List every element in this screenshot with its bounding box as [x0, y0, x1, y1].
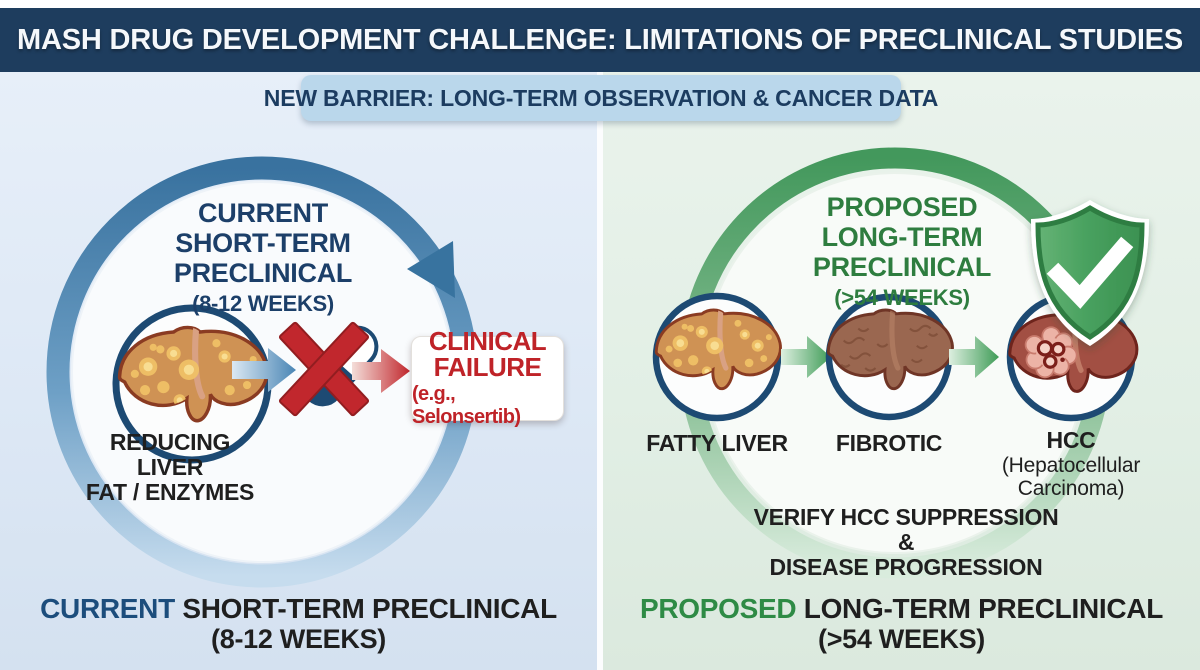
circular-arrow-head-icon [407, 241, 455, 298]
verify-note: VERIFY HCC SUPPRESSION & DISEASE PROGRES… [746, 505, 1066, 580]
subtitle-banner: NEW BARRIER: LONG-TERM OBSERVATION & CAN… [264, 75, 938, 121]
right-arrow-icon [781, 336, 831, 378]
header-banner: MASH DRUG DEVELOPMENT CHALLENGE: LIMITAT… [0, 8, 1200, 72]
caption-highlight: CURRENT [40, 593, 175, 624]
caption-duration: (>54 WEEKS) [818, 624, 985, 655]
left-panel-caption: CURRENT SHORT-TERM PRECLINICAL (8-12 WEE… [0, 593, 597, 655]
tumor-mass [1024, 326, 1078, 379]
caption-duration: (8-12 WEEKS) [211, 624, 386, 655]
right-panel-caption: PROPOSED LONG-TERM PRECLINICAL (>54 WEEK… [603, 593, 1200, 655]
hcc-sub-line: (Hepatocellular [1001, 453, 1141, 477]
failure-line: FAILURE [433, 352, 542, 382]
label-line: REDUCING LIVER [109, 429, 231, 480]
panel-divider [597, 72, 603, 670]
failure-line: CLINICAL [428, 326, 547, 356]
hcc-tumor-liver-icon [1008, 309, 1139, 393]
hcc-label-block: HCC (Hepatocellular Carcinoma) [991, 427, 1151, 501]
caption-line: CURRENT SHORT-TERM PRECLINICAL [0, 593, 597, 624]
verify-line: VERIFY HCC SUPPRESSION & [753, 504, 1059, 555]
title-line: PRECLINICAL [173, 258, 353, 289]
right-arrow-icon [352, 349, 410, 393]
reducing-liver-label: REDUCING LIVER FAT / ENZYMES [75, 430, 265, 505]
title-line: CURRENT [198, 198, 328, 228]
duration-label: (8-12 WEEKS) [192, 290, 334, 316]
caption-rest: SHORT-TERM PRECLINICAL [174, 593, 557, 624]
label-line: FAT / ENZYMES [85, 479, 255, 505]
title-line: PRECLINICAL [812, 252, 992, 283]
clinical-failure-box: CLINICAL FAILURE (e.g., Selonsertib) [411, 328, 564, 428]
failure-example: (e.g., Selonsertib) [412, 383, 521, 428]
right-arrow-icon [232, 348, 296, 392]
shield-checkmark-icon [1031, 200, 1149, 346]
subtitle-text: NEW BARRIER: LONG-TERM OBSERVATION & CAN… [263, 84, 939, 111]
caption-highlight: PROPOSED [639, 593, 797, 624]
fatty-liver-label: FATTY LIVER [646, 430, 788, 456]
title-line: SHORT-TERM [175, 228, 351, 259]
fatty-liver-stage [652, 292, 782, 422]
fibrotic-liver-stage [825, 293, 954, 421]
title-line: LONG-TERM [821, 222, 983, 253]
caption-rest: LONG-TERM PRECLINICAL [796, 593, 1164, 624]
caption-line: PROPOSED LONG-TERM PRECLINICAL [603, 593, 1200, 624]
verify-line: DISEASE PROGRESSION [769, 554, 1043, 580]
right-arrow-icon [949, 336, 999, 378]
checkmark-icon [1046, 236, 1134, 309]
red-x-icon [278, 321, 370, 417]
hcc-sub-line: Carcinoma) [1017, 477, 1125, 501]
failed-drug-group [278, 321, 379, 417]
fibrotic-label: FIBROTIC [835, 430, 943, 456]
left-cycle-title: CURRENT SHORT-TERM PRECLINICAL (8-12 WEE… [113, 198, 413, 316]
title-line: PROPOSED [826, 192, 978, 222]
page-title: MASH DRUG DEVELOPMENT CHALLENGE: LIMITAT… [17, 23, 1183, 56]
duration-label: (>54 WEEKS) [834, 284, 970, 310]
hcc-label: HCC [1046, 427, 1096, 453]
right-cycle-title: PROPOSED LONG-TERM PRECLINICAL (>54 WEEK… [752, 192, 1052, 310]
